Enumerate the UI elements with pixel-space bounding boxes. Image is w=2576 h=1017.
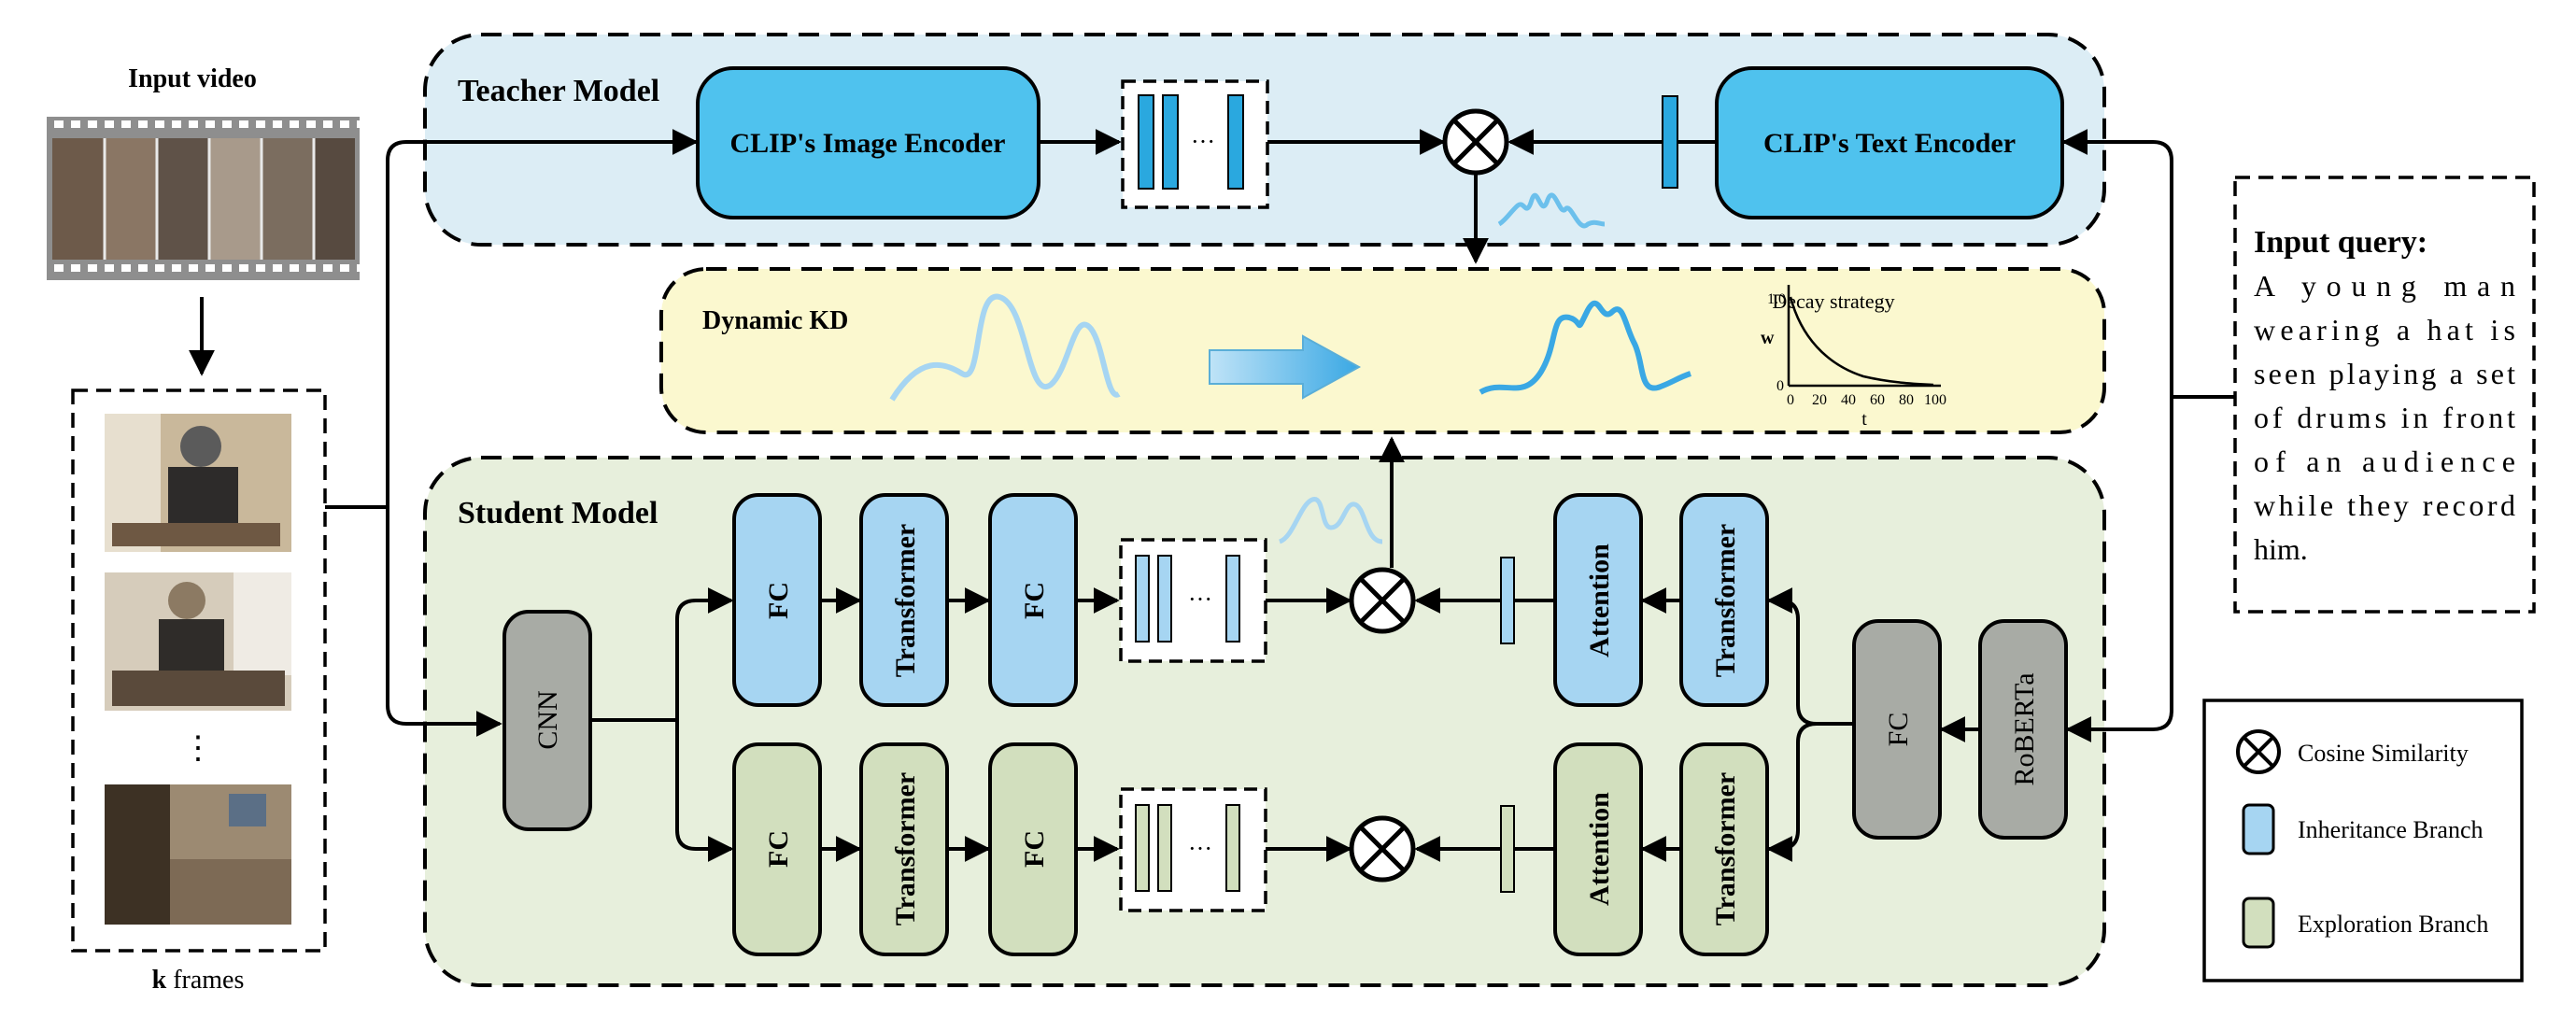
exploration-feature-ellipsis: ··· (1188, 835, 1212, 862)
decay-chart-xtick: 20 (1812, 392, 1827, 408)
dynamic-kd-panel (659, 267, 2106, 434)
frames-ellipsis: ⋮ (182, 731, 214, 766)
frame-image-2 (105, 572, 291, 711)
clip-image-encoder-label: CLIP's Image Encoder (730, 128, 1006, 159)
input-query-line: of an audience (2254, 445, 2515, 478)
input-query-line: while they record (2254, 488, 2515, 522)
inheritance-fc-1-label: FC (763, 582, 794, 619)
decay-chart-xtick: 60 (1870, 392, 1885, 408)
inheritance-similarity-curve (1278, 497, 1383, 544)
student-distribution-curve (889, 293, 1121, 402)
teacher-feature-ellipsis: ··· (1191, 128, 1215, 155)
inheritance-feature-bar (1135, 555, 1150, 643)
frames-to-image-encoder-arrow (386, 129, 699, 507)
decay-curve (1789, 296, 1934, 387)
legend-inheritance-label: Inheritance Branch (2298, 816, 2484, 843)
inheritance-text-feature-bar (1500, 557, 1515, 644)
query-to-roberta-arrow (2065, 397, 2173, 742)
exploration-feature-bar (1225, 804, 1240, 892)
exploration-feature-bar (1135, 804, 1150, 892)
cnn-to-exploration-fc-arrow (675, 720, 734, 862)
decay-chart-ytick: 1.0 (1767, 291, 1786, 307)
exploration-feature-bar (1157, 804, 1172, 892)
distilled-distribution-curve (1479, 300, 1691, 395)
input-query-box (2233, 176, 2536, 614)
frame-image-3 (105, 784, 291, 925)
legend-cosine-similarity-label: Cosine Similarity (2298, 740, 2469, 767)
input-query-line: seen playing a set (2254, 357, 2515, 390)
exploration-attention-label: Attention (1584, 792, 1615, 906)
query-to-text-encoder-arrow (2061, 129, 2173, 397)
input-video-filmstrip (47, 117, 360, 280)
cnn-to-inheritance-fc-arrow (675, 587, 734, 720)
inheritance-fc-2-label: FC (1019, 582, 1050, 619)
text-fc-label: FC (1883, 713, 1914, 747)
decay-strategy-chart: Decay strategy w 1.0 0 0 20 40 60 80 100… (1761, 285, 1946, 430)
cnn-label: CNN (532, 690, 563, 749)
decay-chart-xlabel: t (1861, 409, 1867, 430)
teacher-cosine-similarity-icon (1442, 108, 1509, 176)
inheritance-feature-bar (1225, 555, 1240, 643)
inheritance-attention-label: Attention (1584, 544, 1615, 657)
frame-image-1 (105, 414, 291, 552)
legend-exploration-label: Exploration Branch (2298, 911, 2488, 938)
teacher-model-title: Teacher Model (458, 74, 659, 108)
roberta-label: RoBERTa (2009, 672, 2040, 785)
exploration-fc-1-label: FC (763, 830, 794, 868)
inheritance-transformer-1-label: Transformer (890, 524, 921, 677)
decay-chart-xtick: 100 (1924, 392, 1946, 408)
teacher-similarity-curve (1497, 192, 1606, 229)
frames-caption: k frames (152, 966, 245, 995)
dynamic-kd-transfer-arrow (1209, 334, 1362, 400)
exploration-transformer-1-label: Transformer (890, 772, 921, 925)
inheritance-feature-ellipsis: ··· (1188, 586, 1212, 613)
input-query-line: of drums in front (2254, 401, 2515, 434)
legend-inheritance-swatch (2242, 803, 2275, 855)
teacher-image-feature-bar (1162, 94, 1179, 190)
input-query-line: him. (2254, 532, 2308, 566)
text-fc-to-exploration-transformer-arrow (1766, 722, 1818, 862)
teacher-image-feature-bar (1227, 94, 1244, 190)
decay-chart-ylabel: w (1761, 328, 1775, 348)
input-query-title: Input query: (2254, 225, 2427, 260)
teacher-text-feature-bar (1662, 95, 1678, 189)
frames-to-cnn-arrow (386, 507, 502, 737)
decay-chart-xtick: 80 (1899, 392, 1914, 408)
student-model-title: Student Model (458, 496, 658, 530)
exploration-cosine-similarity-icon (1349, 815, 1416, 883)
inheritance-cosine-similarity-icon (1349, 567, 1416, 634)
teacher-image-feature-bar (1138, 94, 1154, 190)
decay-chart-ytick: 0 (1776, 378, 1784, 394)
legend-exploration-swatch (2242, 897, 2275, 949)
dynamic-kd-title: Dynamic KD (702, 306, 848, 335)
legend-cosine-similarity-icon (2236, 729, 2281, 774)
text-fc-to-inheritance-transformer-arrow (1766, 587, 1854, 726)
input-video-title: Input video (128, 64, 257, 93)
clip-text-encoder-label: CLIP's Text Encoder (1763, 128, 2016, 159)
inheritance-feature-bar (1157, 555, 1172, 643)
inheritance-transformer-2-label: Transformer (1710, 524, 1741, 677)
exploration-transformer-2-label: Transformer (1710, 772, 1741, 925)
exploration-fc-2-label: FC (1019, 830, 1050, 868)
decay-chart-xtick: 0 (1787, 392, 1794, 408)
decay-chart-xtick: 40 (1841, 392, 1856, 408)
exploration-text-feature-bar (1500, 805, 1515, 893)
